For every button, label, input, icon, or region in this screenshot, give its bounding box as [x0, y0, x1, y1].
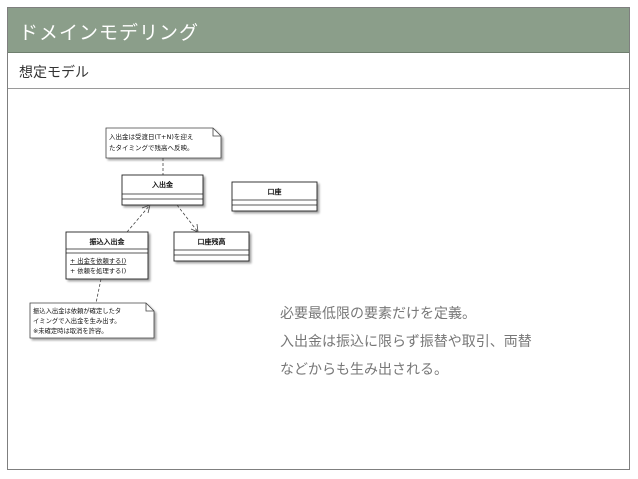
- description-line-3: などからも生み出される。: [280, 362, 448, 378]
- note-bottom: 振込入出金は依頼が確定したタ イミングで入出金を生み出す。 ※未確定時は取消を許…: [29, 302, 155, 339]
- note-bottom-line-1: 振込入出金は依頼が確定したタ: [33, 306, 121, 315]
- note-top-line-2: たタイミングで残高へ反映。: [109, 143, 194, 152]
- description-line-2: 入出金は振込に限らず振替や取引、両替: [280, 334, 532, 350]
- class-furikomi: 振込入出金 + 出金を依頼する() + 依頼を処理する(): [65, 231, 149, 280]
- section-subtitle: 想定モデル: [19, 65, 89, 81]
- class-koza-name: 口座: [268, 187, 282, 196]
- class-furikomi-op-2: + 依頼を処理する(): [70, 266, 126, 275]
- note-bottom-anchor: [95, 278, 102, 304]
- class-furikomi-op-1: + 出金を依頼する(): [70, 256, 126, 265]
- dependency-nyushukkin-to-zandaka: [176, 204, 199, 233]
- note-bottom-line-2: イミングで入出金を生み出す。: [33, 316, 121, 325]
- dependency-furikomi-to-nyushukkin: [126, 204, 151, 233]
- class-zandaka-name: 口座残高: [198, 237, 226, 246]
- class-nyushukkin: 入出金: [121, 174, 204, 206]
- note-top: 入出金は受渡日(T+N)を迎え たタイミングで残高へ反映。: [105, 127, 222, 159]
- description-text: 必要最低限の要素だけを定義。 入出金は振込に限らず振替や取引、両替 などからも生…: [280, 300, 532, 384]
- page-title: ドメインモデリング: [19, 22, 200, 44]
- title-bar: ドメインモデリング: [8, 8, 629, 53]
- note-top-line-1: 入出金は受渡日(T+N)を迎え: [109, 132, 193, 141]
- subtitle-bar: 想定モデル: [8, 53, 629, 89]
- class-koza: 口座: [231, 181, 318, 212]
- class-zandaka: 口座残高: [173, 231, 250, 262]
- class-furikomi-name: 振込入出金: [90, 237, 126, 246]
- note-bottom-line-3: ※未確定時は取消を許容。: [33, 326, 108, 335]
- class-nyushukkin-name: 入出金: [151, 180, 174, 189]
- description-line-1: 必要最低限の要素だけを定義。: [280, 306, 476, 322]
